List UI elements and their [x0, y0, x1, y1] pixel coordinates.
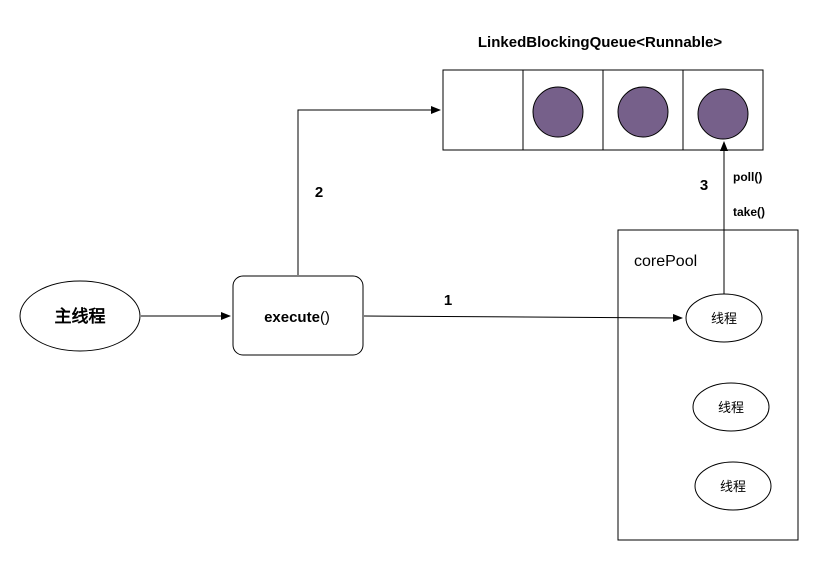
step-1-label: 1 — [444, 292, 452, 309]
arrow-execute-to-thread — [363, 313, 683, 322]
core-pool-label: corePool — [634, 253, 697, 270]
pool-thread-label: 线程 — [718, 400, 744, 415]
arrow-execute-to-queue — [297, 106, 441, 275]
take-label: take() — [733, 205, 765, 219]
poll-label: poll() — [733, 170, 762, 184]
execute-parens: () — [320, 309, 330, 326]
execute-node: execute() — [232, 275, 364, 356]
step-3-label: 3 — [700, 177, 708, 194]
main-thread-label: 主线程 — [55, 306, 106, 326]
main-thread-node: 主线程 — [19, 280, 141, 352]
execute-name: execute — [264, 309, 320, 326]
pool-thread-label: 线程 — [720, 479, 746, 494]
pool-thread: 线程 — [694, 461, 772, 511]
queue-slot — [442, 69, 524, 151]
pool-thread: 线程 — [685, 293, 763, 343]
pool-thread: 线程 — [692, 382, 770, 432]
execute-label: execute() — [264, 309, 330, 326]
queue-title: LinkedBlockingQueue<Runnable> — [478, 34, 722, 51]
queue-item — [617, 86, 669, 138]
queue — [442, 69, 764, 151]
pool-thread-label: 线程 — [711, 311, 737, 326]
queue-item — [532, 86, 584, 138]
queue-item — [697, 88, 749, 140]
step-2-label: 2 — [315, 184, 323, 201]
